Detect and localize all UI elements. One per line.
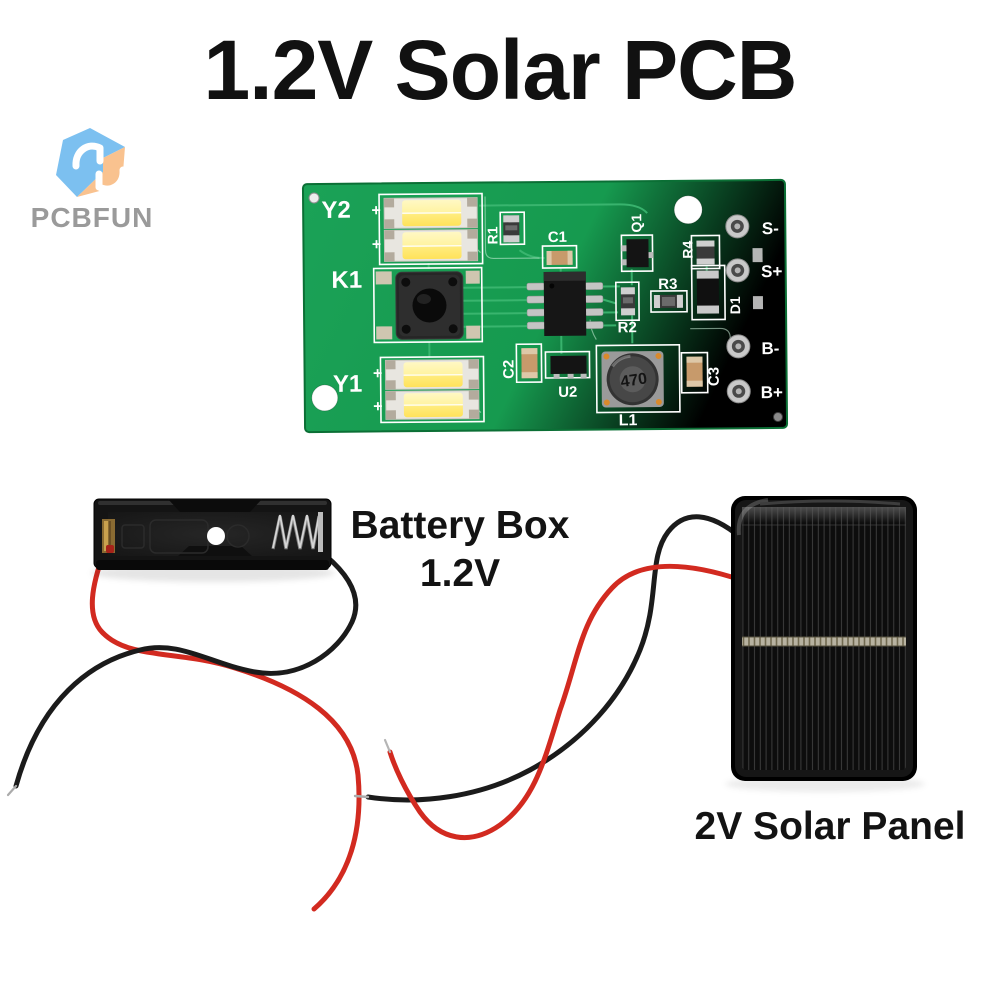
battery-contact-plate xyxy=(102,519,115,553)
silk-label-r4: R4 xyxy=(679,241,695,259)
transistor-u2 xyxy=(550,355,587,379)
logo-hex-blue xyxy=(56,128,125,197)
panel-red-wire-tip xyxy=(383,738,392,754)
led xyxy=(383,229,479,262)
silk-label-c3: C3 xyxy=(706,367,723,386)
hole-top-left-small xyxy=(308,192,320,204)
silk-label-r1: R1 xyxy=(484,226,500,244)
mounting-hole-bottom-left xyxy=(311,384,339,412)
silk-label-r3: R3 xyxy=(658,276,677,293)
logo-hexagon xyxy=(56,128,127,197)
hole-bottom-right-small xyxy=(772,411,783,422)
silk-plus-mark: + xyxy=(371,202,380,219)
silk-plus-mark: + xyxy=(372,236,381,253)
pad-s-minus xyxy=(725,214,750,239)
silk-label-y2: Y2 xyxy=(321,197,351,224)
silkscreen-frames xyxy=(372,192,726,424)
silk-label-c1: C1 xyxy=(548,229,567,246)
battery-box-top-notch xyxy=(168,499,262,512)
battery-box-bottom-notch xyxy=(178,546,252,556)
silk-label-l1: L1 xyxy=(619,412,638,429)
diode-d1 xyxy=(696,270,720,314)
silkscreen-labels: Y2 K1 Y1 R1 C1 Q1 R4 R3 R2 D1 C2 U2 L1 C… xyxy=(321,197,783,430)
edge-pad xyxy=(752,296,764,310)
battery-box-center-hole xyxy=(207,527,225,545)
capacitor-c3 xyxy=(686,356,703,387)
resistor-r2 xyxy=(620,287,636,316)
silk-label-s-plus: S+ xyxy=(761,262,783,281)
silk-label-k1: K1 xyxy=(331,267,362,294)
pcb-module: 470 xyxy=(301,178,789,434)
silk-label-y1: Y1 xyxy=(333,371,363,398)
capacitor-c2 xyxy=(521,348,538,379)
silk-label-b-minus: B- xyxy=(761,339,779,358)
logo-glyph-top xyxy=(72,142,104,170)
brand-logo-text: PCBFUN xyxy=(31,202,154,233)
battery-black-wire xyxy=(13,553,359,789)
solar-cell-top-sheen xyxy=(742,507,906,523)
solder-pads xyxy=(725,214,751,404)
led xyxy=(384,359,480,390)
tactile-button xyxy=(375,270,481,340)
inductor: 470 xyxy=(601,351,664,408)
silk-plus-mark: + xyxy=(373,398,382,415)
pad-b-minus xyxy=(726,334,751,359)
panel-black-wire-tip xyxy=(353,794,370,799)
led-group-y2 xyxy=(383,197,479,262)
battery-spring xyxy=(271,512,323,552)
battery-red-wire xyxy=(89,549,362,912)
battery-box xyxy=(91,498,335,582)
brand-logo: PCBFUN xyxy=(18,120,188,240)
panel-black-wire xyxy=(365,514,743,803)
silk-label-q1: Q1 xyxy=(628,214,644,233)
silk-label-s-minus: S- xyxy=(762,219,779,238)
battery-black-wire-tip xyxy=(6,784,18,797)
battery-box-caption-line1: Battery Box xyxy=(350,504,570,547)
battery-box-caption-line2: 1.2V xyxy=(419,552,501,595)
led-group-y1 xyxy=(384,359,480,420)
inductor-marking: 470 xyxy=(619,370,648,391)
resistor-r3 xyxy=(653,294,684,309)
led xyxy=(385,390,480,420)
ic-chip xyxy=(526,271,604,337)
pad-s-plus xyxy=(725,258,750,283)
silk-label-d1: D1 xyxy=(727,296,743,314)
smd-components xyxy=(503,215,764,387)
resistor-r1 xyxy=(503,215,520,243)
solar-panel-glare xyxy=(736,498,769,536)
wires xyxy=(6,514,744,912)
capacitor-c1 xyxy=(546,250,573,265)
pad-b-plus xyxy=(726,379,751,404)
battery-box-caption: Battery Box 1.2V xyxy=(325,502,595,598)
solar-panel-top-edge-light xyxy=(759,499,901,506)
silk-label-u2: U2 xyxy=(558,384,577,401)
solar-panel-caption: 2V Solar Panel xyxy=(694,805,966,848)
resistor-r4 xyxy=(696,240,715,265)
edge-pad xyxy=(752,248,763,263)
solar-busbar xyxy=(742,637,906,646)
led xyxy=(383,197,478,229)
mounting-hole-top-right xyxy=(673,195,703,225)
solar-panel xyxy=(725,496,925,792)
page-title: 1.2V Solar PCB xyxy=(203,23,798,117)
transistor-q1 xyxy=(621,239,654,268)
logo-glyph-bottom xyxy=(95,166,127,193)
panel-red-wire xyxy=(387,563,744,840)
brand-logo-icon: PCBFUN xyxy=(31,128,154,233)
silk-label-b-plus: B+ xyxy=(761,383,783,402)
silk-label-c2: C2 xyxy=(500,360,517,379)
silk-plus-mark: + xyxy=(373,365,382,382)
silk-label-r2: R2 xyxy=(618,319,637,336)
battery-box-bottom-face xyxy=(96,560,329,570)
